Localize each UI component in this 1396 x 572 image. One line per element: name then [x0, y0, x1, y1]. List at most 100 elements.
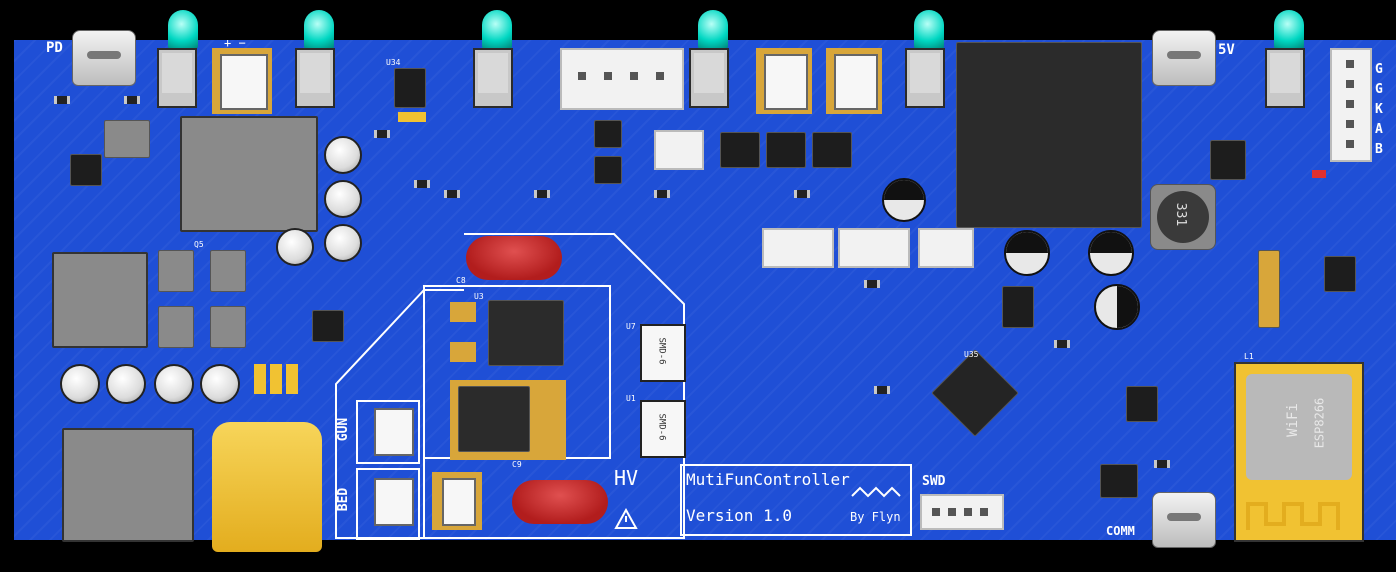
mosfet-2 [210, 250, 246, 292]
terminal-bottom [442, 478, 476, 526]
silk-u34: U34 [386, 58, 401, 67]
capacitor-2 [106, 364, 146, 404]
mosfet-1 [158, 250, 194, 292]
led-6 [1274, 10, 1304, 50]
usb-c-5v-connector [1152, 30, 1216, 86]
label-hv: HV [614, 466, 639, 490]
inductor-left [52, 252, 148, 348]
smd-a [374, 130, 390, 138]
jumper-2 [764, 54, 808, 110]
label-5v: 5V [1218, 42, 1235, 58]
relay-u7-label: SMD-6 [656, 337, 667, 365]
regulator-u31 [1002, 286, 1034, 328]
pcb-board: PD 5V G G K A B + − [14, 10, 1396, 552]
led-body-4 [689, 48, 729, 108]
smd-i [1154, 460, 1170, 468]
usb-c-pd-connector [72, 30, 136, 86]
connector-3pin-b [838, 228, 910, 268]
jumper-1 [220, 54, 268, 110]
power-inductor-block [180, 116, 318, 232]
label-comm: COMM [1106, 524, 1135, 538]
inductor-code: 331 [1173, 202, 1189, 227]
soic-2 [766, 132, 806, 168]
ic-small-left [70, 154, 102, 186]
label-bed: BED [336, 487, 352, 512]
inductor-331: 331 [1150, 184, 1216, 250]
smd-e [654, 190, 670, 198]
led-1 [168, 10, 198, 50]
ic-right-soic [1210, 140, 1246, 180]
jumper-3 [834, 54, 878, 110]
smd-yellow-2 [270, 364, 282, 394]
capacitor-3 [154, 364, 194, 404]
silk-u3: U3 [474, 292, 484, 301]
pin-label-1: G [1375, 62, 1383, 77]
capacitor-7 [324, 224, 362, 262]
smd-j [874, 386, 890, 394]
led-body-5 [905, 48, 945, 108]
pin-header-right [1330, 48, 1372, 162]
connector-2pin-c [918, 228, 974, 268]
soic-5 [594, 156, 622, 184]
usb-c-comm-connector [1152, 492, 1216, 548]
bed-terminal-frame [356, 468, 420, 540]
swd-connector [920, 494, 1004, 530]
capacitor-4 [200, 364, 240, 404]
bed-terminal [374, 478, 414, 526]
soic-3 [812, 132, 852, 168]
electrolytic-cap-4 [1094, 284, 1140, 330]
regulator-u3 [488, 300, 564, 366]
smd-b [414, 180, 430, 188]
smd-yellow-3 [286, 364, 298, 394]
smd-k [54, 96, 70, 104]
smd-yellow-1 [254, 364, 266, 394]
silk-l1: L1 [1244, 352, 1254, 361]
smd-yellow-top [398, 112, 426, 122]
pin-label-3: K [1375, 102, 1383, 117]
smd-f [794, 190, 810, 198]
silk-u1: U1 [626, 394, 636, 403]
gun-terminal-frame [356, 400, 420, 464]
electrolytic-cap-2 [1004, 230, 1050, 276]
relay-u7: SMD-6 [640, 324, 686, 382]
pin-label-5: B [1375, 142, 1383, 157]
led-2 [304, 10, 334, 50]
mosfet-q13 [104, 120, 150, 158]
capacitor-5 [324, 136, 362, 174]
silk-q5: Q5 [194, 240, 204, 249]
led-body-1 [157, 48, 197, 108]
board-author: By Flyn [850, 510, 901, 524]
inductor-bottom-left [62, 428, 194, 542]
capacitor-8 [276, 228, 314, 266]
regulator-u28 [1324, 256, 1356, 292]
jumper-1-polarity: + − [224, 36, 246, 50]
smd-d [534, 190, 550, 198]
relay-u1-label: SMD-6 [656, 413, 667, 441]
connector-4pin-top [560, 48, 684, 110]
relay-u1: SMD-6 [640, 400, 686, 458]
silk-c8: C8 [456, 276, 466, 285]
power-connector-xt60 [212, 422, 322, 552]
silk-u35: U35 [964, 350, 979, 359]
reg-pad-2 [450, 342, 476, 362]
led-body-6 [1265, 48, 1305, 108]
led-4 [698, 10, 728, 50]
ic-u21 [1100, 464, 1138, 498]
reg-pad-1 [450, 302, 476, 322]
connector-3pin-a [762, 228, 834, 268]
led-body-2 [295, 48, 335, 108]
electrolytic-cap-3 [1088, 230, 1134, 276]
title-box: MutiFunController Version 1.0 By Flyn [680, 464, 912, 536]
fuse-top [466, 236, 562, 280]
silk-u7: U7 [626, 322, 636, 331]
ic-u17 [312, 310, 344, 342]
smd-g [864, 280, 880, 288]
regulator-u1 [458, 386, 530, 452]
esp8266-module: WiFi ESP8266 [1234, 362, 1364, 542]
smd-l [124, 96, 140, 104]
label-pd: PD [46, 40, 63, 56]
soic-4 [594, 120, 622, 148]
led-body-3 [473, 48, 513, 108]
board-title: MutiFunController [686, 470, 850, 489]
gun-terminal [374, 408, 414, 456]
